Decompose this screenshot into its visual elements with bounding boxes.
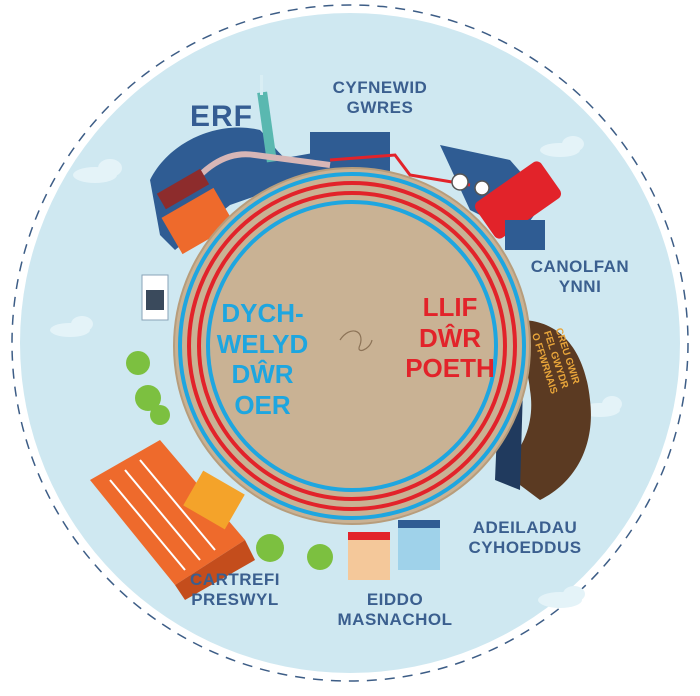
chimney-icon	[257, 75, 277, 163]
commercial-property-label: EIDDO MASNACHOL	[337, 590, 453, 629]
cold-return-label: DYCH- WELYD DŴR OER	[216, 298, 309, 421]
hot-flow-outer-pipe	[187, 181, 517, 511]
tree-icon	[126, 351, 333, 570]
residential-homes-label: CARTREFI PRESWYL	[190, 570, 280, 609]
ground-edge	[173, 167, 531, 525]
truck-icon	[141, 274, 169, 321]
inner-ground	[212, 206, 492, 486]
public-buildings-label: ADEILADAU CYHOEDDUS	[468, 518, 582, 557]
cold-return-outer-pipe	[178, 172, 526, 520]
dashed-ring	[11, 4, 689, 682]
heat-exchange-label: CYFNEWID GWRES	[332, 78, 428, 117]
hot-flow-label: LLIF DŴR POETH	[405, 292, 495, 384]
shop-icon	[348, 520, 440, 580]
erf-building	[156, 168, 235, 255]
hot-flow-inner-pipe	[197, 191, 507, 501]
cold-return-inner-pipe	[206, 200, 498, 492]
energy-centre-icon	[474, 161, 562, 250]
cloud-decorations	[50, 136, 622, 608]
hot-transfer-pipe	[329, 153, 471, 187]
pressure-gauge-icon	[451, 173, 490, 196]
energy-centre-label: CANOLFAN YNNI	[530, 257, 630, 296]
erf-label: ERF	[190, 100, 253, 133]
apartment-icon	[90, 440, 255, 600]
fossil-decoration	[339, 330, 373, 352]
